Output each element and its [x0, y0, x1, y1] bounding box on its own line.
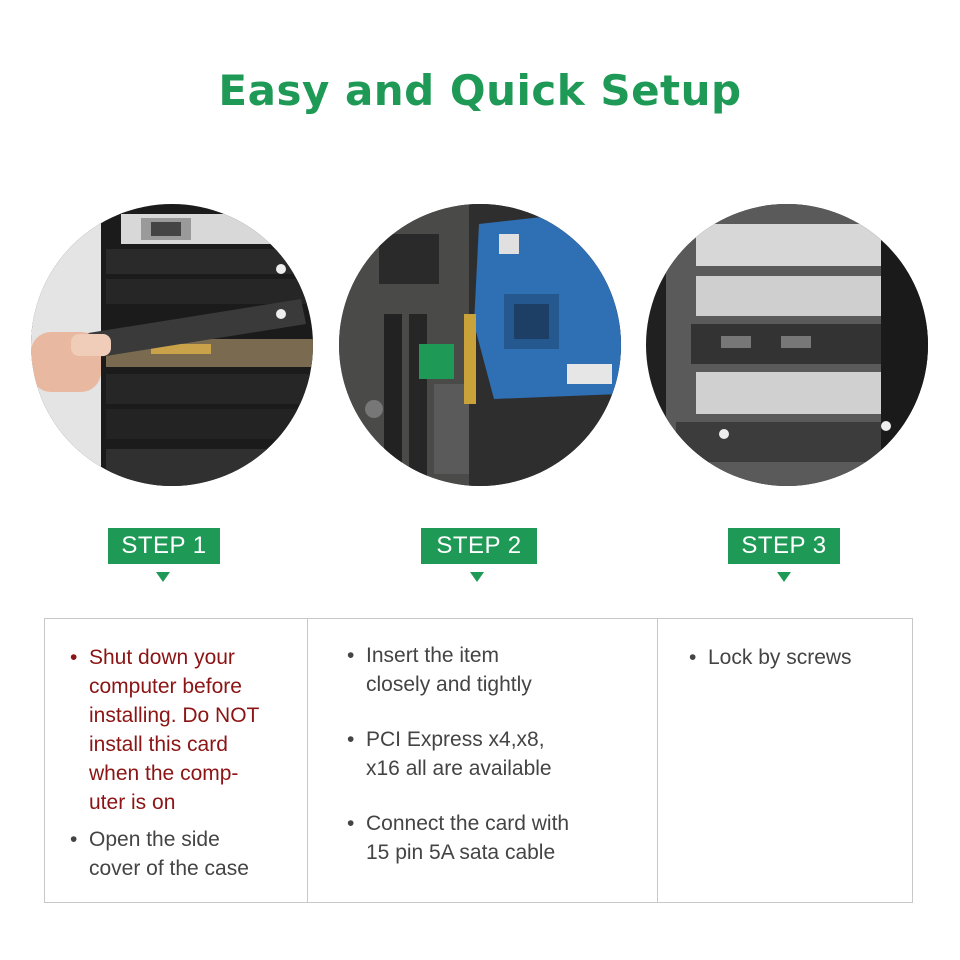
step-1-badge: STEP 1	[108, 528, 220, 564]
step-3-badge: STEP 3	[728, 528, 840, 564]
step-1-arrow-icon	[156, 572, 170, 582]
instructions-table: • Shut down your computer before install…	[44, 618, 913, 903]
step-2-photo	[339, 204, 621, 486]
bullet-open-side-cover: • Open the side cover of the case	[70, 825, 249, 883]
bullet-sata-cable: • Connect the card with 15 pin 5A sata c…	[347, 809, 569, 867]
bullet-dot-icon: •	[347, 644, 355, 667]
bullet-dot-icon: •	[347, 728, 355, 751]
step-3-arrow-icon	[777, 572, 791, 582]
bullet-shut-down-warning: • Shut down your computer before install…	[70, 643, 259, 817]
step-3-column: • Lock by screws	[657, 619, 912, 902]
bullet-insert-item: • Insert the item closely and tightly	[347, 641, 532, 699]
page-title: Easy and Quick Setup	[218, 66, 742, 115]
bullet-dot-icon: •	[70, 646, 78, 669]
step-2-badge: STEP 2	[421, 528, 537, 564]
step-2-column: • Insert the item closely and tightly • …	[307, 619, 657, 902]
step-1-photo	[31, 204, 313, 486]
step-2-arrow-icon	[470, 572, 484, 582]
bullet-dot-icon: •	[347, 812, 355, 835]
bullet-dot-icon: •	[70, 828, 78, 851]
step-1-column: • Shut down your computer before install…	[45, 619, 307, 902]
bullet-dot-icon: •	[689, 646, 697, 669]
bullet-pci-express: • PCI Express x4,x8, x16 all are availab…	[347, 725, 552, 783]
step-3-photo	[646, 204, 928, 486]
bullet-lock-screws: • Lock by screws	[689, 643, 852, 672]
